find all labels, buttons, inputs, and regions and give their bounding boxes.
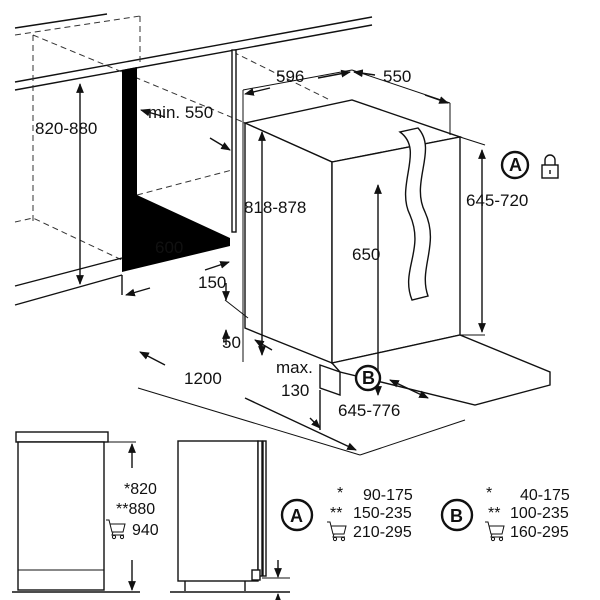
legend-b-value-3: 160-295 — [510, 524, 569, 541]
height-label: 818-878 — [244, 198, 306, 217]
marker-a-label: A — [509, 155, 522, 175]
width-arrow-right — [317, 69, 351, 79]
side-h2-label: **880 — [116, 501, 155, 518]
plinth-height-label: 150 — [198, 273, 226, 292]
hidden-lines — [14, 15, 331, 261]
marker-a-circle — [500, 150, 530, 180]
depth-arrow-left — [140, 108, 166, 118]
panel-b-label: 645-776 — [338, 401, 400, 420]
countertop-bottom-edge — [14, 24, 373, 91]
legend-a-value-2: 150-235 — [353, 505, 412, 522]
appliance-door-outer — [262, 440, 267, 577]
side-view-appliance — [170, 440, 290, 600]
panel-arrow-b — [389, 379, 429, 399]
floor-line-lower — [14, 274, 123, 306]
appliance-door-panel — [257, 440, 263, 577]
dishwasher-body — [137, 69, 551, 456]
width-arrow-left — [244, 87, 271, 96]
cart-icon — [106, 519, 126, 540]
appliance-side — [177, 440, 259, 582]
kitchen-niche — [14, 13, 373, 306]
legend-a-mark-1: * — [337, 485, 343, 502]
legend-b-label: B — [450, 506, 463, 526]
door-wave — [398, 127, 432, 301]
legend-a-value-1: 90-175 — [363, 487, 413, 504]
side-countertop — [15, 431, 109, 443]
side-h1-label: *820 — [124, 481, 157, 498]
side-view-cabinet: *820 **880 940 — [12, 431, 159, 593]
niche-shadow — [122, 67, 230, 272]
legend-b: B * 40-175 ** 100-235 160-295 — [440, 485, 570, 542]
depth-arrow-left2 — [353, 69, 376, 78]
offset-arrow — [254, 339, 273, 351]
inner-height-label: 650 — [352, 245, 380, 264]
side-h3-label: 940 — [132, 522, 159, 539]
legend-a-mark-2: ** — [330, 505, 342, 522]
marker-b: B — [354, 364, 382, 392]
clearance-label: 1200 — [184, 369, 222, 388]
clearance-line-2 — [359, 419, 466, 456]
max-value-label: 130 — [281, 381, 309, 400]
door-guide-top — [459, 136, 486, 146]
legend-a-circle — [280, 498, 314, 532]
marker-a: A — [500, 150, 530, 180]
cart-icon — [327, 521, 347, 542]
upper-cabinet-edge — [14, 13, 108, 29]
legend-b-value-1: 40-175 — [520, 487, 570, 504]
plinth-offset-label: 50 — [222, 333, 241, 352]
legend-a-label: A — [290, 506, 303, 526]
niche-height-label: 820-880 — [35, 119, 97, 138]
countertop-top-edge — [14, 16, 373, 83]
left-face — [244, 121, 333, 365]
legend-b-mark-2: ** — [488, 505, 500, 522]
niche-width-arrow-right — [204, 261, 230, 271]
depth-arrow-right — [209, 137, 231, 151]
width-label: 596 — [276, 67, 304, 86]
width-guide — [242, 69, 353, 91]
niche-width-arrow-left — [125, 287, 151, 297]
max-arrow — [309, 417, 321, 429]
plinth — [319, 364, 341, 396]
legend-a-value-3: 210-295 — [353, 524, 412, 541]
side-cabinet — [17, 441, 105, 591]
max-label: max. — [276, 358, 313, 377]
depth-arrow-right2 — [424, 94, 449, 104]
side-panel — [231, 49, 237, 233]
clearance-arrow-left — [139, 351, 166, 366]
legend-b-circle — [440, 498, 474, 532]
niche-width-label: 600 — [155, 238, 183, 257]
clearance-line — [137, 387, 361, 456]
lock-icon — [541, 154, 559, 179]
niche-depth-label: min. 550 — [148, 103, 213, 122]
floor-line-upper — [14, 257, 123, 287]
depth-label: 550 — [383, 67, 411, 86]
marker-b-circle — [354, 364, 382, 392]
legend-b-mark-1: * — [486, 485, 492, 502]
appliance-hinge — [251, 569, 261, 581]
legend-b-value-2: 100-235 — [510, 505, 569, 522]
marker-b-label: B — [362, 368, 375, 388]
door-height-label: 645-720 — [466, 191, 528, 210]
legend-a: A * 90-175 ** 150-235 210-295 — [280, 485, 413, 542]
cart-icon — [485, 521, 505, 542]
clearance-arrow-right — [244, 397, 357, 451]
plinth-guide — [224, 299, 249, 319]
